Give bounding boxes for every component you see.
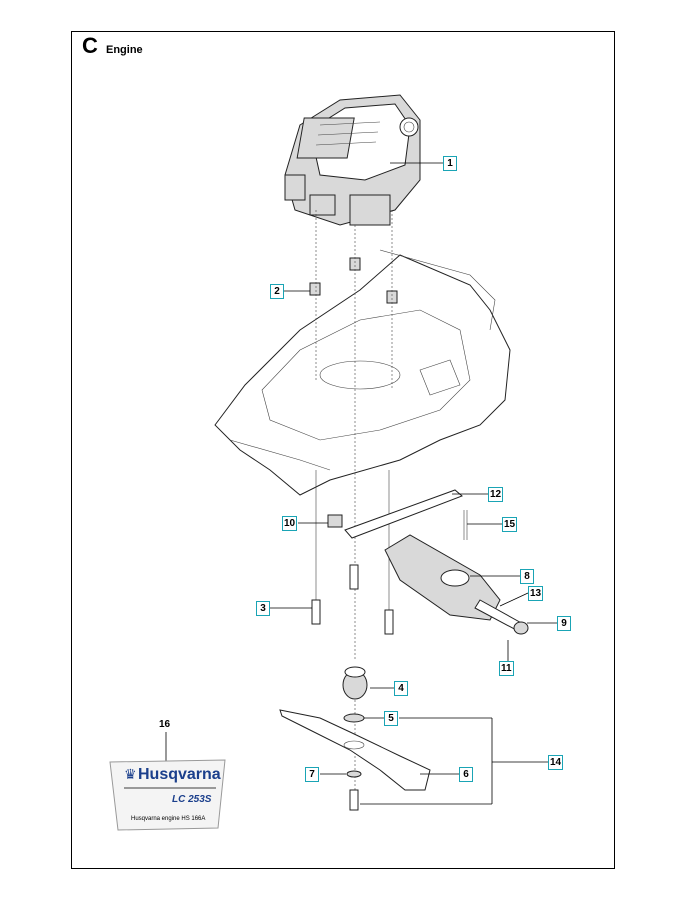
callout-6[interactable]: 6 — [459, 767, 473, 782]
callout-14[interactable]: 14 — [548, 755, 564, 770]
callout-15[interactable]: 15 — [502, 517, 518, 532]
callout-5[interactable]: 5 — [384, 711, 398, 726]
mower-deck-illustration — [214, 249, 511, 496]
section-letter: C — [82, 33, 98, 58]
callout-8[interactable]: 8 — [520, 569, 534, 584]
decal-model: LC 253S — [172, 794, 212, 805]
callout-9[interactable]: 9 — [557, 616, 571, 631]
engine-illustration — [284, 94, 421, 226]
diagram-frame — [71, 31, 615, 869]
callout-11[interactable]: 11 — [499, 661, 514, 676]
husqvarna-crown-icon: ♛ — [124, 767, 137, 783]
section-title: Engine — [106, 44, 143, 56]
callout-10[interactable]: 10 — [282, 516, 298, 531]
decal-caption: Husqvarna engine HS 166A — [131, 816, 206, 822]
callout-7[interactable]: 7 — [305, 767, 319, 782]
callout-2[interactable]: 2 — [270, 284, 284, 299]
callout-1[interactable]: 1 — [443, 156, 457, 171]
callout-12[interactable]: 12 — [488, 487, 504, 502]
callout-16[interactable]: 16 — [157, 717, 173, 732]
callout-3[interactable]: 3 — [256, 601, 270, 616]
callout-4[interactable]: 4 — [394, 681, 408, 696]
callout-13[interactable]: 13 — [528, 586, 544, 601]
decal-brand: Husqvarna — [138, 766, 221, 783]
